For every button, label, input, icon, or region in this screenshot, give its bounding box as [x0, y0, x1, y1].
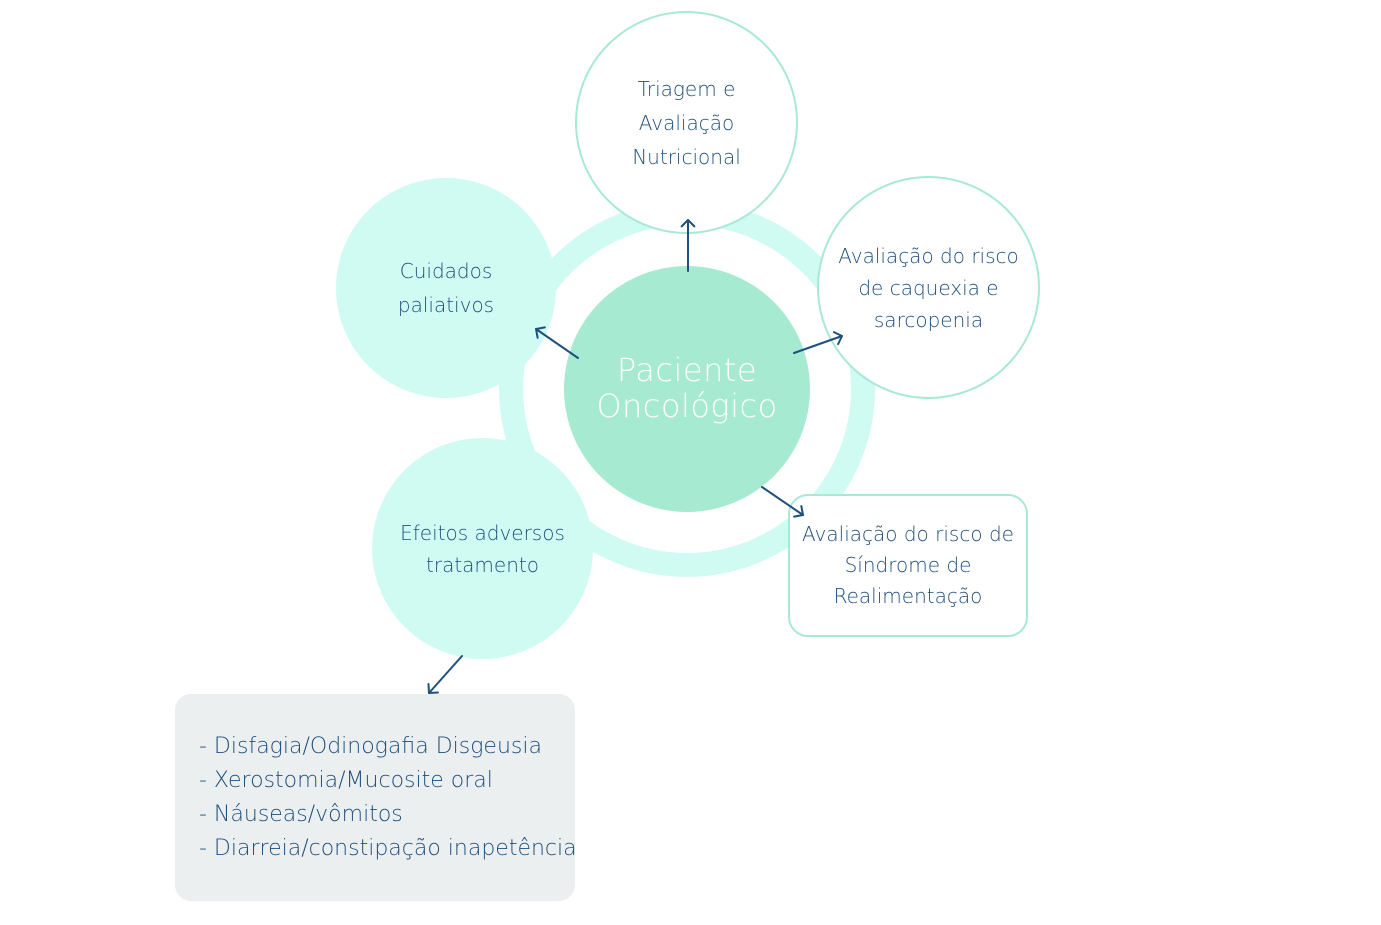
symptom-item: - Náuseas/vômitos — [199, 802, 403, 827]
node-label-line: Avaliação do risco de — [802, 522, 1014, 546]
node-label-line: Cuidados — [399, 259, 493, 283]
node-risco-sindrome-realimentacao[interactable]: Avaliação do risco de Síndrome de Realim… — [788, 494, 1028, 637]
node-label-line: Avaliação do risco — [838, 243, 1019, 268]
node-label-line: tratamento — [426, 552, 539, 577]
node-cuidados-paliativos[interactable]: Cuidados paliativos — [336, 178, 556, 398]
node-risco-caquexia-sarcopenia[interactable]: Avaliação do risco de caquexia e sarcope… — [817, 176, 1040, 399]
node-label-line: de caquexia e — [858, 275, 999, 300]
node-label-line: sarcopenia — [873, 307, 984, 332]
node-triagem-avaliacao-nutricional[interactable]: Triagem e Avaliação Nutricional — [575, 11, 798, 234]
symptoms-list-box: - Disfagia/Odinogafia Disgeusia - Xerost… — [175, 694, 577, 901]
symptom-item: - Xerostomia/Mucosite oral — [199, 768, 493, 793]
node-label-line: Avaliação — [638, 110, 735, 135]
node-label-line: Triagem e — [637, 76, 736, 101]
node-label-line: Síndrome de — [844, 553, 972, 577]
node-label-line: paliativos — [397, 293, 495, 317]
symptom-item: - Diarreia/constipação inapetência — [199, 836, 577, 861]
node-label-line: Nutricional — [632, 144, 741, 169]
node-efeitos-adversos-tratamento[interactable]: Efeitos adversos tratamento — [372, 438, 593, 659]
node-label-line: Realimentação — [833, 584, 983, 608]
center-label-line2: Oncológico — [596, 387, 778, 425]
symptom-item: - Disfagia/Odinogafia Disgeusia — [199, 734, 542, 759]
node-label-line: Efeitos adversos — [400, 520, 565, 545]
center-label-line1: Paciente — [616, 351, 758, 390]
center-node-paciente-oncologico[interactable]: Paciente Oncológico — [564, 266, 810, 512]
